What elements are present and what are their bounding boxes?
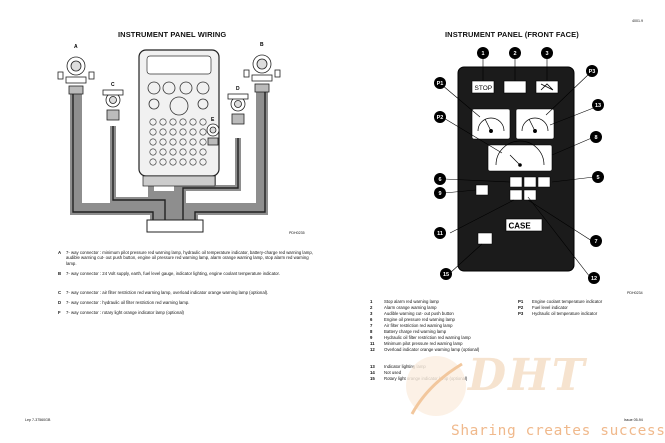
callout-6: 6 xyxy=(438,177,441,183)
legend-key: F xyxy=(58,310,61,315)
wiring-title: INSTRUMENT PANEL WIRING xyxy=(118,30,227,39)
connector-a xyxy=(57,56,95,95)
callout-7: 7 xyxy=(594,239,597,245)
harness-b2 xyxy=(186,92,262,228)
callout-3: 3 xyxy=(545,51,548,57)
watermark-slogan: Sharing creates success xyxy=(451,423,665,439)
callout-13: 13 xyxy=(595,103,601,109)
callout-p2: P2 xyxy=(437,115,444,121)
stop-label: STOP xyxy=(475,85,493,92)
connector-d xyxy=(227,93,249,125)
label-e: E xyxy=(211,117,215,123)
legend-f: F 7- way connector : rotary light orange… xyxy=(58,310,320,315)
footer-right: Issue 05-94 xyxy=(624,418,643,422)
callout-1: 1 xyxy=(481,51,484,57)
callout-p1: P1 xyxy=(437,81,444,87)
harness-a2 xyxy=(76,94,162,228)
legend-text: 7- way connector : minimum pilot pressur… xyxy=(66,250,313,266)
case-logo: CASE xyxy=(509,222,532,231)
callout-p3: P3 xyxy=(589,69,596,75)
callout-11: 11 xyxy=(437,231,443,237)
legend-c: C 7- way connector : air filter restrict… xyxy=(58,290,320,295)
panel-front-diagram: STOP CASE xyxy=(434,47,604,284)
wiring-figure-ref: PDH0235 xyxy=(289,231,305,235)
wiring-diagram: A B C D E xyxy=(57,42,281,233)
legend-text: 7- way connector : 24 Volt supply, earth… xyxy=(66,271,280,276)
callout-9: 9 xyxy=(438,191,441,197)
legend-text: 7- way connector : rotary light orange i… xyxy=(66,310,184,315)
callout-8: 8 xyxy=(594,135,597,141)
legend-key: B xyxy=(58,271,62,276)
legend-key: A xyxy=(58,250,62,255)
connector-c xyxy=(102,89,124,121)
legend-b: B 7- way connector : 24 Volt supply, ear… xyxy=(58,271,320,276)
front-figure-ref: PDH0234 xyxy=(627,291,643,295)
label-b: B xyxy=(260,42,264,48)
legend-text: 7- way connector : hydraulic oil filter … xyxy=(66,300,190,305)
legend-a: A 7- way connector : minimum pilot press… xyxy=(58,250,320,266)
callout-12: 12 xyxy=(591,276,597,282)
front-title: INSTRUMENT PANEL (FRONT FACE) xyxy=(445,30,579,39)
footer-left: Lep 7-37560GB xyxy=(25,418,51,422)
connector-e xyxy=(206,123,220,146)
callout-2: 2 xyxy=(513,51,516,57)
legend-d: D 7- way connector : hydraulic oil filte… xyxy=(58,300,320,305)
label-c: C xyxy=(111,82,115,88)
legend-key: D xyxy=(58,300,62,305)
watermark-swoosh-icon xyxy=(406,356,466,416)
watermark-logo: DHT xyxy=(468,350,587,401)
label-a: A xyxy=(74,44,78,50)
legend-key: C xyxy=(58,290,62,295)
label-d: D xyxy=(236,86,240,92)
callout-15: 15 xyxy=(443,272,449,278)
callout-5: 5 xyxy=(596,175,599,181)
legend-text: 7- way connector : air filter restrictio… xyxy=(66,290,269,295)
page-number: 4001.9 xyxy=(632,19,643,23)
connector-b xyxy=(243,54,281,93)
